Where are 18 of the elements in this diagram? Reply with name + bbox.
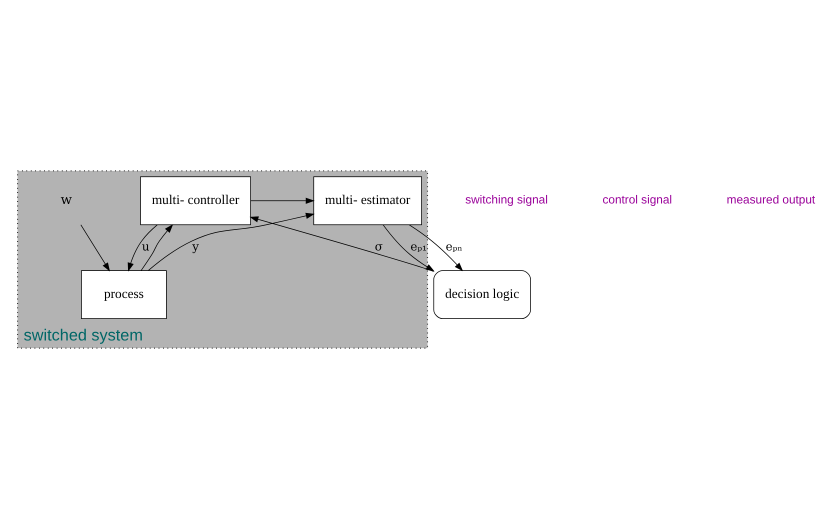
arrow [140,224,174,270]
node-box: multi- estimator [313,176,422,225]
edge-label: eₚ₁ [410,238,427,253]
label: switching signal [465,192,548,206]
edge-label: σ [374,238,383,253]
edge-label: y [192,238,199,253]
node-box: multi- controller [140,176,251,225]
arrow [148,212,315,270]
node-box: decision logic [433,270,531,318]
arrow [80,224,110,271]
arrow [250,197,315,204]
edge-label: u [142,238,150,253]
arrow [128,224,158,272]
node-box: process [81,270,167,318]
node-text: w [60,192,72,208]
label: control signal [602,192,672,206]
label: measured output [726,192,816,206]
edge-label: eₚₙ [446,238,462,253]
